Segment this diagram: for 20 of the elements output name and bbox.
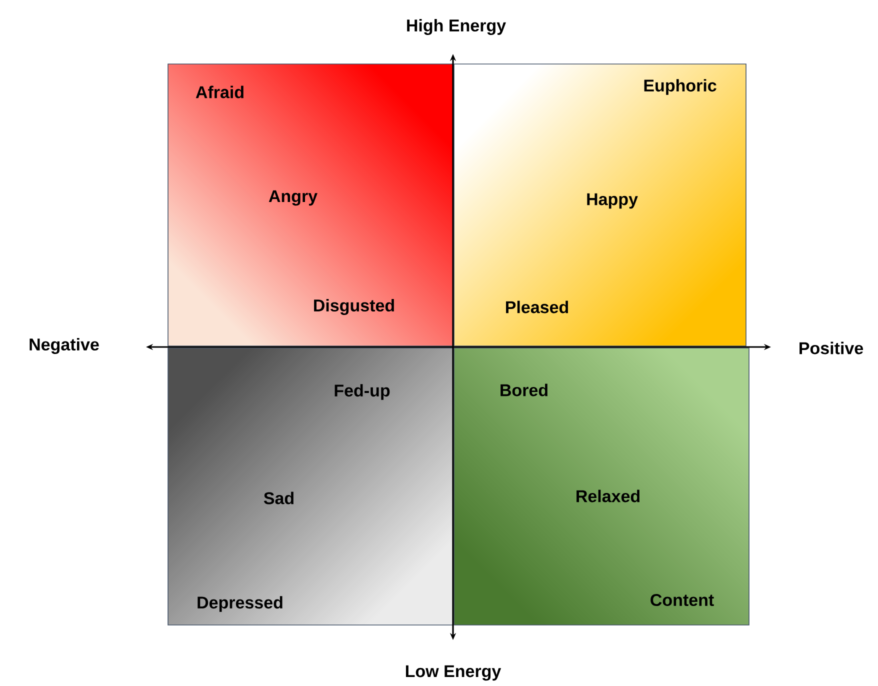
quadrant-box: [454, 348, 750, 626]
emotion-label: Fed-up: [334, 384, 390, 400]
axis-label: Low Energy: [406, 665, 502, 681]
emotion-label: Depressed: [198, 596, 282, 612]
emotion-label: Bored: [500, 384, 548, 396]
emotion-label: Content: [650, 594, 714, 606]
emotion-label: Relaxed: [576, 490, 640, 502]
quadrant-box: [454, 64, 746, 346]
emotion-label: Sad: [264, 492, 294, 504]
axis-label: High Energy: [407, 19, 506, 35]
emotion-label: Pleased: [506, 300, 568, 314]
axis-label: Positive: [800, 342, 864, 354]
quadrant-box: [168, 348, 454, 626]
emotion-label: Disgusted: [314, 299, 394, 315]
emotion-label: Euphoric: [644, 79, 716, 95]
quadrant-box: [168, 64, 454, 346]
axis-label: Negative: [30, 338, 99, 354]
emotion-label: Angry: [268, 190, 318, 206]
emotion-label: Afraid: [196, 86, 244, 98]
emotion-label: Happy: [587, 193, 638, 209]
